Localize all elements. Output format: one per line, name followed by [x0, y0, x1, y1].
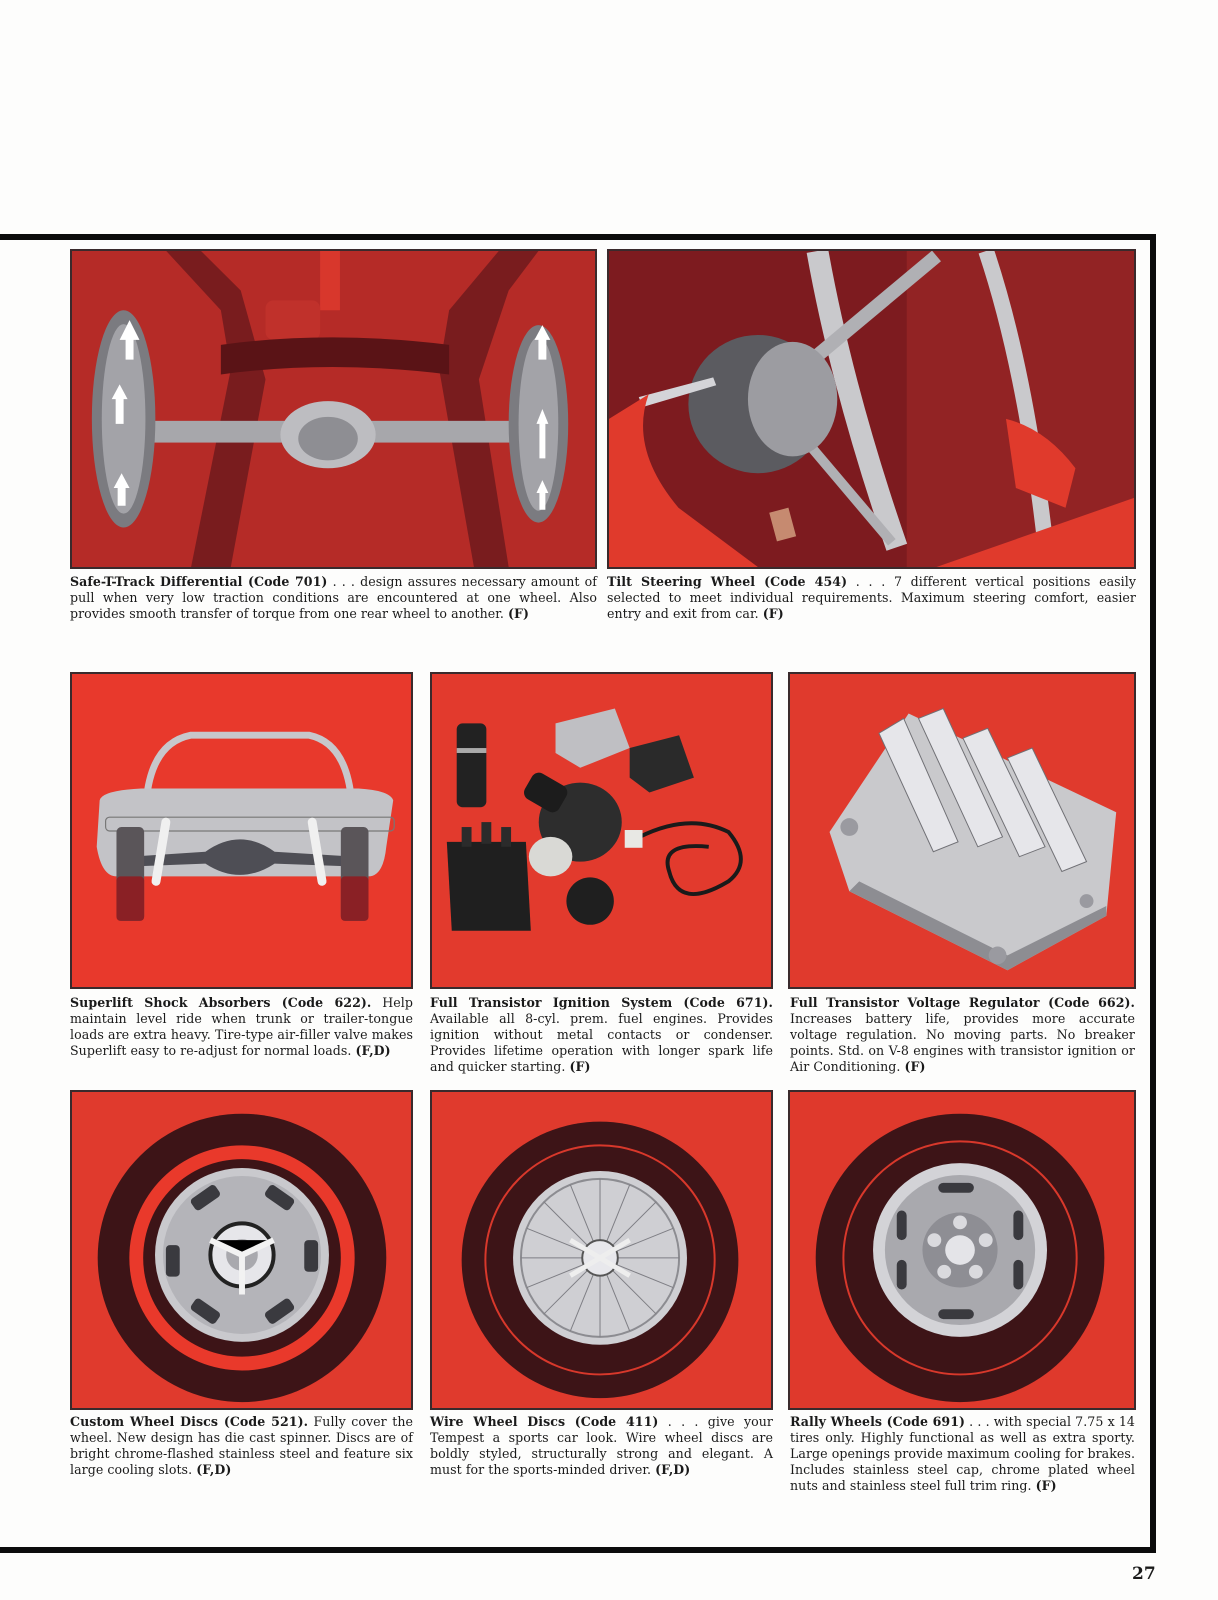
- page-frame-top-rule: [0, 234, 1156, 240]
- voltage-regulator-illustration: [790, 674, 1134, 987]
- photo-wire-wheel-discs: [430, 1090, 773, 1410]
- page-number: 27: [1132, 1564, 1156, 1584]
- availability-code: (F): [569, 1059, 591, 1074]
- caption-safe-t-track-differential: Safe-T-Track Differential (Code 701) . .…: [70, 574, 597, 622]
- photo-safe-t-track-differential: [70, 249, 597, 569]
- availability-code: (F): [904, 1059, 926, 1074]
- caption-body: . . . 7 different vertical positions eas…: [607, 574, 1137, 621]
- caption-superlift-shock-absorbers: Superlift Shock Absorbers (Code 622). He…: [70, 995, 413, 1059]
- caption-body: . . . design assures necessary amount of…: [70, 574, 597, 621]
- page-frame-bottom-rule: [0, 1547, 1156, 1553]
- caption-title: Superlift Shock Absorbers (Code 622).: [70, 995, 372, 1010]
- car-rear-diagram: [72, 674, 411, 987]
- availability-code: (F): [762, 606, 784, 621]
- page-frame-right-rule: [1150, 234, 1156, 1553]
- caption-title: Safe-T-Track Differential (Code 701): [70, 574, 328, 589]
- rally-wheel-illustration: [790, 1092, 1134, 1408]
- caption-rally-wheels: Rally Wheels (Code 691) . . . with speci…: [790, 1414, 1135, 1494]
- caption-title: Full Transistor Ignition System (Code 67…: [430, 995, 773, 1010]
- availability-code: (F,D): [355, 1043, 391, 1058]
- availability-code: (F,D): [196, 1462, 232, 1477]
- caption-body: Help maintain level ride when trunk or t…: [70, 995, 413, 1058]
- caption-body: . . . with special 7.75 x 14 tires only.…: [790, 1414, 1135, 1493]
- caption-title: Rally Wheels (Code 691): [790, 1414, 966, 1429]
- caption-body: . . . give your Tempest a sports car loo…: [430, 1414, 773, 1477]
- photo-rally-wheels: [788, 1090, 1136, 1410]
- caption-wire-wheel-discs: Wire Wheel Discs (Code 411) . . . give y…: [430, 1414, 773, 1478]
- caption-title: Full Transistor Voltage Regulator (Code …: [790, 995, 1135, 1010]
- availability-code: (F,D): [655, 1462, 691, 1477]
- photo-transistor-voltage-regulator: [788, 672, 1136, 989]
- photo-tilt-steering-wheel: [607, 249, 1136, 569]
- photo-superlift-shock-absorbers: [70, 672, 413, 989]
- caption-body: Available all 8-cyl. prem. fuel engines.…: [430, 1011, 773, 1074]
- caption-title: Tilt Steering Wheel (Code 454): [607, 574, 848, 589]
- caption-custom-wheel-discs: Custom Wheel Discs (Code 521). Fully cov…: [70, 1414, 413, 1478]
- caption-transistor-ignition-system: Full Transistor Ignition System (Code 67…: [430, 995, 773, 1075]
- photo-custom-wheel-discs: [70, 1090, 413, 1410]
- caption-body: Increases battery life, provides more ac…: [790, 1011, 1135, 1074]
- caption-tilt-steering-wheel: Tilt Steering Wheel (Code 454) . . . 7 d…: [607, 574, 1136, 622]
- custom-wheel-disc-illustration: [72, 1092, 411, 1408]
- caption-transistor-voltage-regulator: Full Transistor Voltage Regulator (Code …: [790, 995, 1135, 1075]
- photo-transistor-ignition-system: [430, 672, 773, 989]
- availability-code: (F): [1035, 1478, 1057, 1493]
- ignition-components-illustration: [432, 674, 771, 987]
- caption-body: Fully cover the wheel. New design has di…: [70, 1414, 413, 1477]
- availability-code: (F): [508, 606, 530, 621]
- steering-wheel-illustration: [609, 251, 1134, 567]
- wire-wheel-disc-illustration: [432, 1092, 771, 1408]
- differential-illustration: [72, 251, 595, 567]
- caption-title: Custom Wheel Discs (Code 521).: [70, 1414, 309, 1429]
- caption-title: Wire Wheel Discs (Code 411): [430, 1414, 659, 1429]
